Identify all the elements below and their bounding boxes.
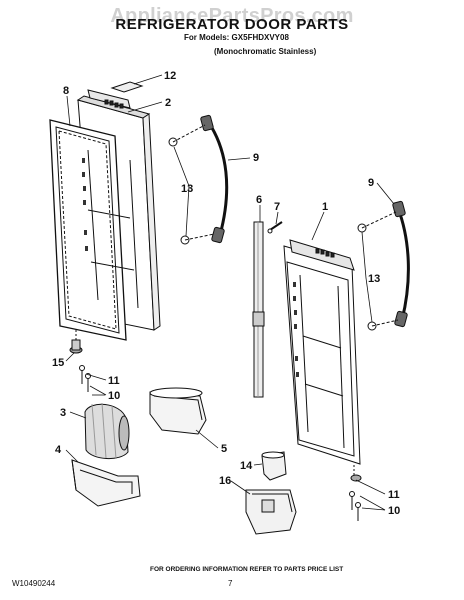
callout-15: 15 — [52, 357, 64, 369]
leader-lines — [65, 74, 395, 511]
left-door-edge — [142, 113, 161, 331]
gasket-outer — [49, 119, 127, 341]
left-hinge-hardware[interactable] — [69, 330, 91, 392]
callout-13-right: 13 — [368, 273, 380, 285]
callout-7: 7 — [274, 201, 280, 213]
callout-8: 8 — [63, 85, 69, 97]
callout-14: 14 — [240, 460, 253, 472]
callout-11-right: 11 — [388, 489, 400, 501]
variant-line: (Monochromatic Stainless) — [214, 47, 317, 56]
cap-vent — [114, 102, 119, 108]
left-liner-clips — [82, 158, 88, 251]
callout-9-right: 9 — [368, 177, 374, 189]
callout-3: 3 — [60, 407, 66, 419]
right-liner-clips — [293, 282, 299, 377]
right-door-outer — [283, 245, 361, 465]
callout-11-left: 11 — [108, 375, 120, 387]
right-screws-13 — [357, 211, 399, 331]
watermark: AppliancePartsPros.com — [110, 5, 354, 27]
handle-mount-top — [200, 114, 214, 132]
ordering-footer-note: FOR ORDERING INFORMATION REFER TO PARTS … — [150, 566, 344, 573]
right-door-assembly[interactable] — [283, 239, 361, 465]
page-title: REFRIGERATOR DOOR PARTS — [115, 16, 349, 33]
door-gasket[interactable] — [49, 119, 127, 341]
drawer-3[interactable] — [84, 402, 130, 460]
handle-mount-bottom — [211, 226, 225, 244]
document-number: W10490244 — [12, 579, 56, 588]
gasket-inner — [55, 126, 120, 334]
left-door-liner — [87, 149, 139, 309]
cap-vent — [109, 100, 114, 106]
callout-5: 5 — [221, 443, 227, 455]
callout-labels: 12 8 2 13 9 6 7 1 9 13 15 11 10 3 5 4 14… — [52, 70, 400, 517]
bin-4[interactable] — [71, 459, 141, 507]
callout-6: 6 — [256, 194, 262, 206]
top-cap-12[interactable] — [110, 81, 144, 93]
callout-9-left: 9 — [253, 152, 259, 164]
gasket-lip — [58, 130, 117, 330]
callout-10-left: 10 — [108, 390, 120, 402]
handle-bar — [205, 119, 229, 236]
cap-vent — [119, 103, 124, 109]
left-handle[interactable] — [200, 114, 229, 244]
bin-16[interactable] — [245, 489, 297, 535]
callout-13-left: 13 — [181, 183, 193, 195]
left-screws-13 — [168, 124, 215, 245]
callout-1: 1 — [322, 201, 328, 213]
cup-14[interactable] — [261, 451, 287, 481]
page-number: 7 — [228, 579, 233, 588]
callout-10-right: 10 — [388, 505, 400, 517]
bin-5[interactable] — [149, 387, 207, 435]
pin-7[interactable] — [267, 221, 283, 234]
callout-2: 2 — [165, 97, 171, 109]
mullion-strip-6[interactable] — [252, 221, 265, 398]
right-handle[interactable] — [392, 200, 410, 328]
right-door-inner — [286, 261, 355, 457]
models-line: For Models: GX5FHDXVY08 — [184, 33, 289, 42]
cap-vent — [104, 99, 109, 105]
right-door-cap — [289, 239, 355, 271]
callout-16: 16 — [219, 475, 231, 487]
callout-12: 12 — [164, 70, 176, 82]
right-hinge-hardware[interactable] — [349, 465, 362, 521]
callout-4: 4 — [55, 444, 62, 456]
